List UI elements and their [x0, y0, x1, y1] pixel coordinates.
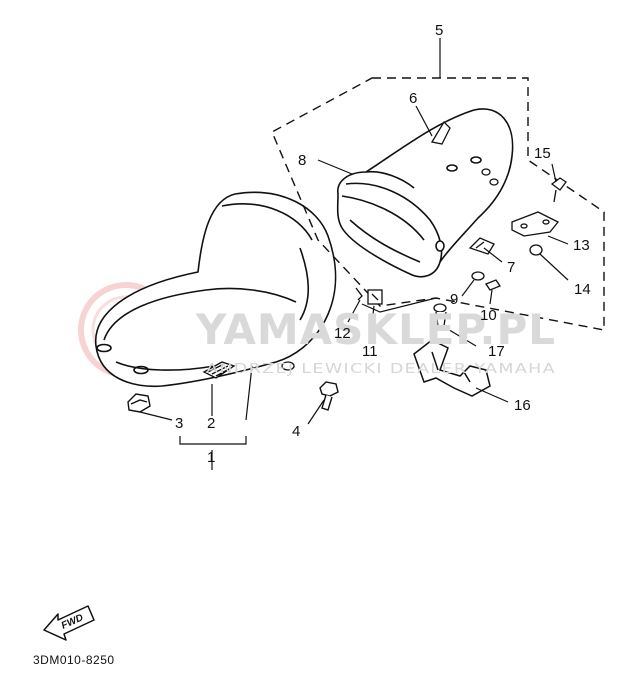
seat-mount-bracket [413, 339, 491, 397]
callout-7: 7 [507, 259, 515, 276]
callout-13: 13 [573, 237, 590, 254]
forward-arrow: FWD [43, 605, 95, 641]
collar-bolt [433, 303, 447, 327]
callout-16: 16 [514, 397, 531, 414]
watermark-text: YAMASKLEP.PL [195, 305, 556, 354]
callout-3: 3 [175, 415, 183, 432]
drawing-code: 3DM010-8250 [33, 653, 115, 667]
grab-tag [430, 120, 451, 145]
callout-11: 11 [362, 343, 378, 360]
callout-9: 9 [450, 291, 458, 308]
seat-pad [202, 361, 236, 379]
callout-14: 14 [574, 281, 591, 298]
callout-15: 15 [534, 145, 551, 162]
callout-8: 8 [298, 152, 306, 169]
backrest-hardware [468, 168, 567, 291]
callout-2: 2 [207, 415, 215, 432]
callout-12: 12 [334, 325, 351, 342]
backrest [336, 108, 514, 278]
callout-1: 1 [207, 449, 215, 466]
callout-labels: 1 2 3 4 5 6 7 8 9 10 11 12 13 14 15 16 1… [175, 22, 591, 466]
callout-5: 5 [435, 22, 443, 39]
bolt-part [319, 381, 339, 411]
main-seat [94, 191, 337, 388]
assembly-boundary [271, 77, 605, 331]
bracket-part [511, 211, 560, 237]
clip-nut [355, 287, 383, 305]
seat-washer [281, 361, 295, 371]
fwd-arrow-icon [43, 605, 95, 641]
leader-lines [139, 38, 569, 470]
callout-10: 10 [480, 307, 497, 324]
callout-6: 6 [409, 90, 417, 107]
damper-part [127, 393, 151, 413]
callout-4: 4 [292, 423, 300, 440]
callout-17: 17 [488, 343, 505, 360]
watermark-subtext: ANDRZEJ LEWICKI DEALER YAMAHA [206, 362, 556, 377]
